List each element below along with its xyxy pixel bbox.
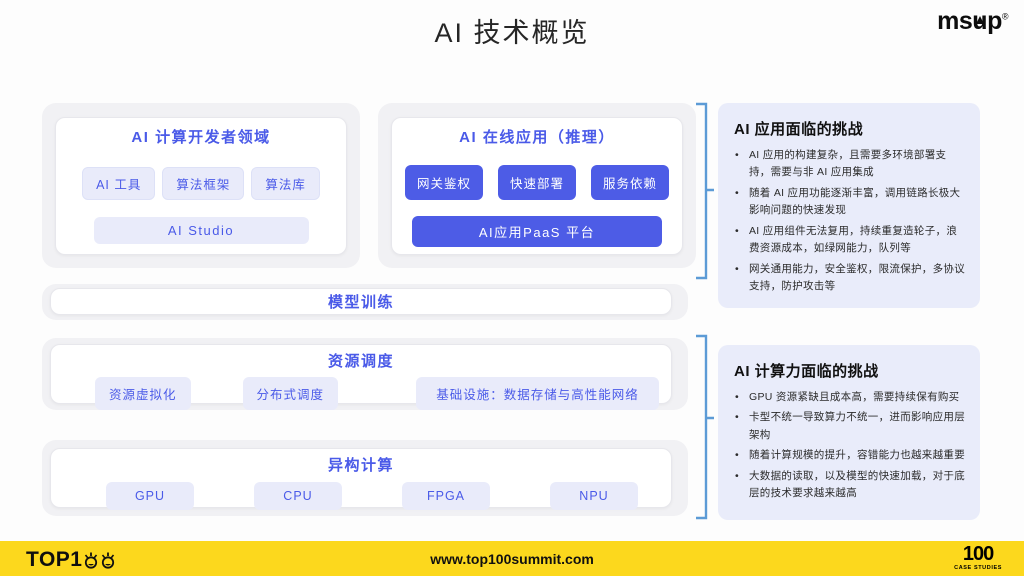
bullet-item: AI 应用的构建复杂，且需要多环境部署支持，需要与非 AI 应用集成 — [732, 147, 966, 182]
model-training-title: 模型训练 — [327, 294, 394, 311]
registered-mark: ® — [1001, 11, 1009, 22]
footer-url: www.top100summit.com — [430, 551, 594, 567]
bracket-top-icon — [696, 102, 714, 280]
bullet-item: GPU 资源紧缺且成本高，需要持续保有购买 — [732, 389, 966, 407]
case-studies-logo: 100 CASE STUDIES — [954, 544, 1002, 571]
card-online-app: AI 在线应用（推理） 网关鉴权 快速部署 服务依赖 AI应用PaaS 平台 — [378, 103, 696, 268]
card-resource-scheduling: 资源调度 资源虚拟化 分布式调度 基础设施：数据存储与高性能网络 — [42, 338, 688, 410]
bullet-item: 网关通用能力，安全鉴权，限流保护，多协议支持，防护攻击等 — [732, 261, 966, 296]
panel-compute-challenges: AI 计算力面临的挑战 GPU 资源紧缺且成本高，需要持续保有购买 卡型不统一导… — [718, 345, 980, 520]
online-app-title: AI 在线应用（推理） — [459, 129, 615, 146]
top100-logo-text: TOP1 — [26, 548, 83, 571]
chip-gpu: GPU — [106, 482, 194, 510]
case-studies-number: 100 — [962, 543, 994, 565]
bullet-item: 随着计算规模的提升，容错能力也越来越重要 — [732, 447, 966, 465]
card-online-app-box: AI 在线应用（推理） 网关鉴权 快速部署 服务依赖 AI应用PaaS 平台 — [391, 117, 683, 255]
bulb-icon — [85, 552, 98, 569]
top100-logo: TOP1 — [26, 548, 116, 572]
card-resource-scheduling-box: 资源调度 资源虚拟化 分布式调度 基础设施：数据存储与高性能网络 — [50, 344, 672, 410]
chip-fpga: FPGA — [402, 482, 490, 510]
chip-distributed-scheduling: 分布式调度 — [242, 377, 339, 410]
panel-app-challenges-title: AI 应用面临的挑战 — [734, 121, 864, 138]
dev-domain-chip-row: AI 工具 算法框架 算法库 — [56, 167, 346, 200]
chip-resource-virtualization: 资源虚拟化 — [95, 377, 191, 410]
case-studies-label: CASE STUDIES — [954, 565, 1002, 571]
bracket-bottom-icon — [696, 334, 714, 520]
chip-npu: NPU — [550, 482, 638, 510]
panel-compute-challenges-list: GPU 资源紧缺且成本高，需要持续保有购买 卡型不统一导致算力不统一，进而影响应… — [732, 389, 966, 503]
panel-app-challenges: AI 应用面临的挑战 AI 应用的构建复杂，且需要多环境部署支持，需要与非 AI… — [718, 103, 980, 309]
chip-algo-framework: 算法框架 — [162, 167, 245, 200]
hetero-computing-title: 异构计算 — [327, 457, 394, 474]
online-app-button-row: 网关鉴权 快速部署 服务依赖 — [392, 165, 682, 200]
card-hetero-computing: 异构计算 GPU CPU FPGA NPU — [42, 440, 688, 516]
card-dev-domain-box: AI 计算开发者领域 AI 工具 算法框架 算法库 AI Studio — [55, 117, 347, 255]
btn-quick-deploy: 快速部署 — [497, 165, 576, 200]
resource-scheduling-chip-row: 资源虚拟化 分布式调度 基础设施：数据存储与高性能网络 — [51, 377, 671, 410]
chip-cpu: CPU — [254, 482, 342, 510]
msup-text-p: p — [987, 7, 1002, 35]
bulb-icon — [102, 552, 115, 569]
card-hetero-computing-box: 异构计算 GPU CPU FPGA NPU — [50, 448, 672, 510]
btn-service-deps: 服务依赖 — [591, 165, 670, 200]
card-dev-domain: AI 计算开发者领域 AI 工具 算法框架 算法库 AI Studio — [42, 103, 360, 268]
dev-domain-title: AI 计算开发者领域 — [131, 129, 271, 146]
resource-scheduling-title: 资源调度 — [327, 353, 394, 370]
bullet-item: AI 应用组件无法复用，持续重复造轮子，浪费资源成本，如绿网能力，队列等 — [732, 223, 966, 258]
footer-bar: TOP1 www.top100summit.com 100 CASE STUDI… — [0, 541, 1024, 576]
chip-infrastructure: 基础设施：数据存储与高性能网络 — [416, 377, 660, 410]
bullet-item: 随着 AI 应用功能逐渐丰富，调用链路长极大影响问题的快速发现 — [732, 185, 966, 220]
card-model-training: 模型训练 — [42, 284, 688, 320]
bullet-item: 大数据的读取，以及模型的快速加载，对于底层的技术要求越来越高 — [732, 468, 966, 503]
chip-ai-tools: AI 工具 — [82, 167, 156, 200]
bullet-item: 卡型不统一导致算力不统一，进而影响应用层架构 — [732, 409, 966, 444]
page-title: AI 技术概览 — [434, 18, 590, 48]
panel-app-challenges-list: AI 应用的构建复杂，且需要多环境部署支持，需要与非 AI 应用集成 随着 AI… — [732, 147, 966, 295]
chip-algo-lib: 算法库 — [251, 167, 320, 200]
hetero-computing-chip-row: GPU CPU FPGA NPU — [51, 482, 671, 510]
msup-up-arrow-icon — [975, 16, 984, 25]
card-model-training-box: 模型训练 — [50, 288, 672, 315]
chip-ai-studio: AI Studio — [93, 217, 309, 244]
panel-compute-challenges-title: AI 计算力面临的挑战 — [734, 363, 879, 380]
btn-gateway-auth: 网关鉴权 — [404, 165, 483, 200]
msup-text-ms: ms — [937, 7, 973, 35]
bar-ai-paas-platform: AI应用PaaS 平台 — [412, 216, 662, 247]
